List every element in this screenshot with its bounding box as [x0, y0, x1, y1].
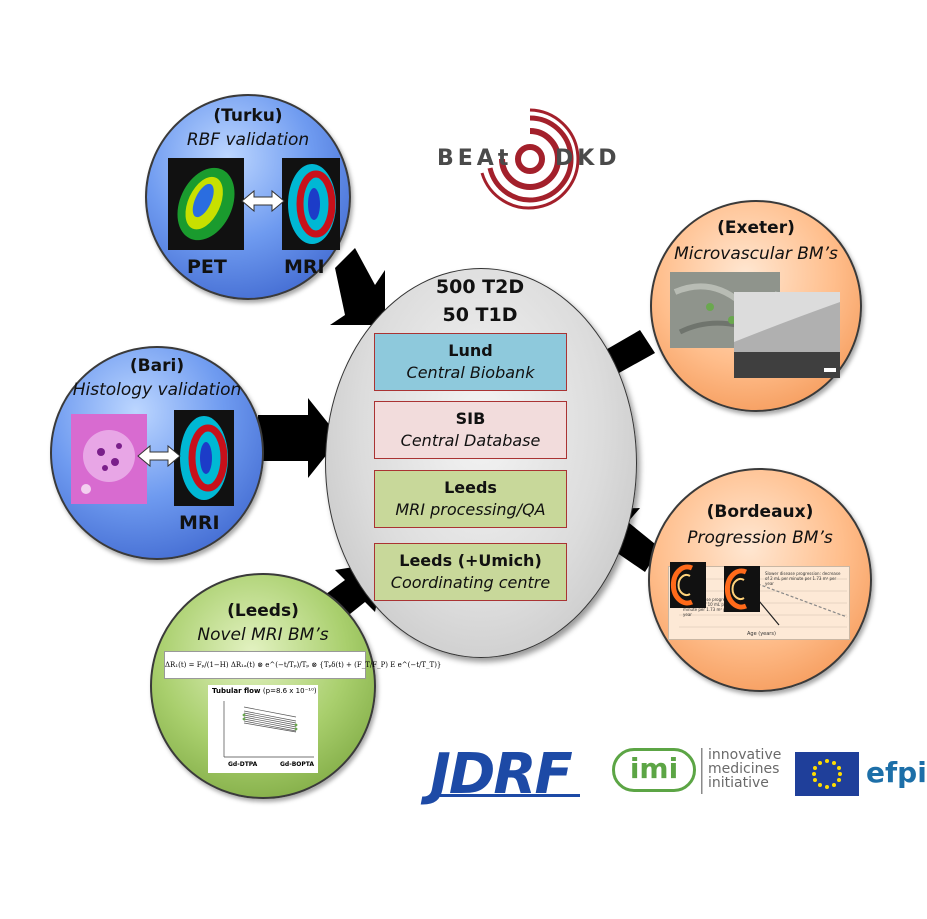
beat-logo-text-right: DKD — [555, 146, 621, 171]
bari-histology-image — [71, 414, 147, 504]
turku-subtitle: RBF validation — [186, 130, 310, 150]
turku-pet-image — [168, 158, 244, 250]
beat-logo-text-left: BEAt — [437, 146, 513, 171]
arrow-turku — [330, 248, 385, 325]
bordeaux-kidney-image-1 — [670, 562, 706, 608]
box-lund-subtitle: Central Biobank — [406, 363, 535, 382]
exeter-title: (Exeter) — [717, 218, 795, 238]
eu-flag-icon — [795, 752, 859, 796]
box-sib: SIB Central Database — [374, 401, 567, 459]
turku-mri-image — [282, 158, 340, 250]
turku-mri-label: MRI — [284, 256, 325, 278]
site-turku: (Turku) RBF validation PET MRI — [145, 94, 351, 300]
box-leeds-coord: Leeds (+Umich) Coordinating centre — [374, 543, 567, 601]
bordeaux-note-slow: Slower disease progression: decrease of … — [765, 571, 841, 586]
imi-divider — [701, 748, 703, 794]
bari-mri-label: MRI — [179, 512, 220, 534]
imi-wordmark: innovative medicines initiative — [708, 748, 781, 790]
cohort-t1d: 50 T1D — [442, 304, 518, 326]
turku-pet-label: PET — [187, 256, 227, 278]
leeds-equation: ΔR₁(t) = Fₚ/(1−H) ΔR₁ₐ(t) ⊗ e^(−t/Tₚ)/Tₚ… — [164, 651, 441, 679]
turku-title: (Turku) — [213, 106, 283, 126]
beat-dkd-swirl-icon — [480, 108, 580, 210]
imi-line2: medicines — [708, 761, 780, 777]
bordeaux-title: (Bordeaux) — [706, 502, 814, 522]
leeds-title: (Leeds) — [227, 601, 299, 621]
leeds-tubular-flow-chart: Tubular flow (p=8.6 x 10⁻¹⁰) Gd-DTPA Gd-… — [208, 685, 318, 773]
box-leeds-coord-title: Leeds (+Umich) — [399, 551, 542, 570]
leeds-subtitle: Novel MRI BM’s — [197, 625, 329, 645]
leeds-chart-xlabel-2: Gd-BOPTA — [280, 761, 315, 768]
bari-mri-image — [174, 410, 234, 506]
bordeaux-subtitle: Progression BM’s — [687, 528, 833, 548]
box-lund: Lund Central Biobank — [374, 333, 567, 391]
site-bordeaux: (Bordeaux) Progression BM’s Slower disea… — [648, 468, 872, 692]
box-leeds-mri-title: Leeds — [444, 478, 497, 497]
bari-subtitle: Histology validation — [72, 380, 242, 400]
box-leeds-mri: Leeds MRI processing/QA — [374, 470, 567, 528]
box-leeds-mri-subtitle: MRI processing/QA — [395, 500, 546, 519]
bari-title: (Bari) — [129, 356, 185, 376]
bordeaux-x-axis-label: Age (years) — [747, 631, 776, 637]
site-bari: (Bari) Histology validation MRI — [50, 346, 264, 560]
efpia-logo: efpi — [866, 756, 927, 789]
bordeaux-kidney-image-2 — [724, 566, 760, 612]
imi-logo: imi — [612, 748, 696, 792]
exeter-subtitle: Microvascular BM’s — [674, 244, 838, 264]
box-sib-title: SIB — [455, 409, 486, 428]
leeds-chart-xlabel-1: Gd-DTPA — [228, 761, 258, 768]
imi-line1: innovative — [708, 747, 782, 763]
arrow-bari — [258, 398, 340, 478]
bidirectional-arrow-icon — [137, 444, 181, 468]
box-leeds-coord-subtitle: Coordinating centre — [390, 573, 551, 592]
box-sib-subtitle: Central Database — [400, 431, 541, 450]
site-leeds: (Leeds) Novel MRI BM’s ΔR₁(t) = Fₚ/(1−H)… — [150, 573, 441, 799]
leeds-chart-title: Tubular flow (p=8.6 x 10⁻¹⁰) — [212, 687, 317, 695]
jdrf-underline — [430, 794, 580, 797]
cohort-t2d: 500 T2D — [435, 276, 525, 298]
box-lund-title: Lund — [448, 341, 493, 360]
bidirectional-arrow-icon — [241, 189, 285, 213]
exeter-em-image — [734, 292, 840, 378]
imi-line3: initiative — [708, 775, 769, 791]
site-exeter: (Exeter) Microvascular BM’s — [650, 200, 862, 412]
imi-logo-text: imi — [629, 752, 679, 785]
